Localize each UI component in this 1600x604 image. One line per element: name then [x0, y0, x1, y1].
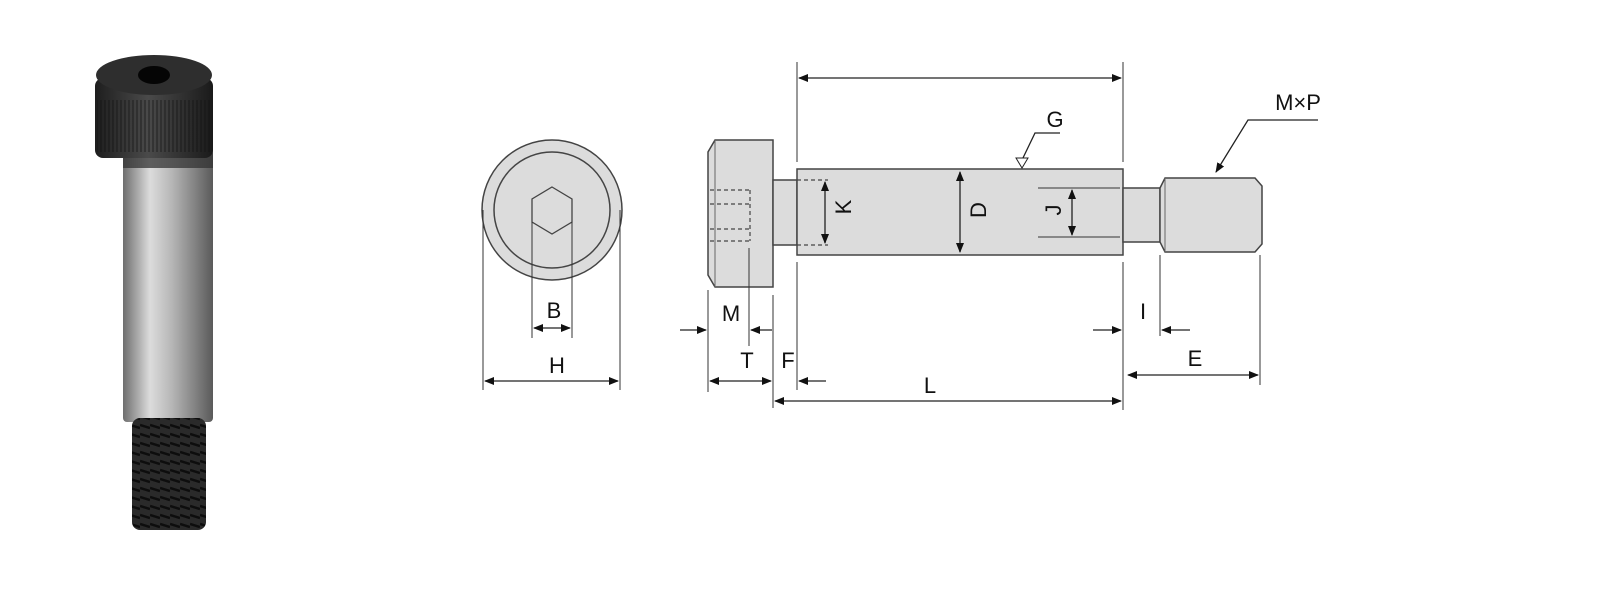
dim-label-b: B: [547, 298, 562, 323]
dim-label-i: I: [1140, 299, 1146, 324]
dim-label-l: L: [924, 373, 936, 398]
dim-label-e: E: [1188, 346, 1203, 371]
dim-label-h: H: [549, 353, 565, 378]
dim-label-m: M: [722, 301, 740, 326]
dim-label-f: F: [781, 348, 794, 373]
dim-label-thread: M×P: [1275, 90, 1321, 115]
side-view: G M×P K D J M T F: [680, 62, 1321, 410]
bolt-photo: [95, 55, 213, 530]
dim-label-d: D: [966, 202, 991, 218]
dim-label-j: J: [1041, 205, 1066, 216]
dim-label-g: G: [1046, 107, 1063, 132]
end-view: B H: [481, 139, 623, 390]
dim-label-t: T: [740, 348, 753, 373]
dim-label-k: K: [831, 199, 856, 214]
